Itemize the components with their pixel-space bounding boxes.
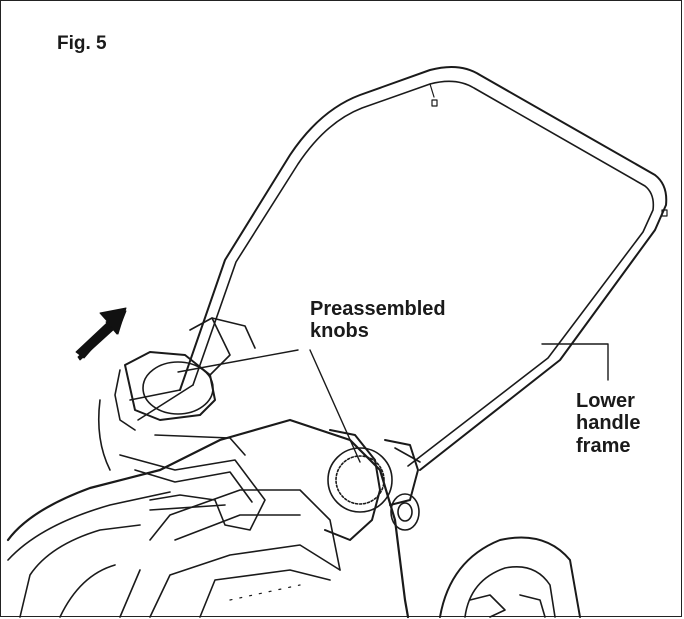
carry-handle: [119, 434, 266, 531]
callout-line: frame: [576, 434, 631, 457]
wheels: [59, 536, 581, 618]
callout-lower-handle-frame: Lower handle frame: [576, 390, 640, 457]
callout-line: Preassembled: [310, 298, 446, 320]
mower-body: [6, 418, 410, 619]
figure-title: Fig. 5: [57, 33, 107, 54]
callout-leaders: [177, 343, 609, 463]
callout-line: Lower: [576, 390, 635, 412]
arrow-up-right-icon: [75, 307, 127, 361]
left-knob-assembly: [97, 317, 256, 471]
callout-line: knobs: [310, 320, 369, 343]
callout-preassembled-knobs: Preassembled knobs: [310, 298, 446, 343]
right-knob-assembly: [324, 429, 421, 541]
callout-line: handle: [576, 412, 641, 435]
